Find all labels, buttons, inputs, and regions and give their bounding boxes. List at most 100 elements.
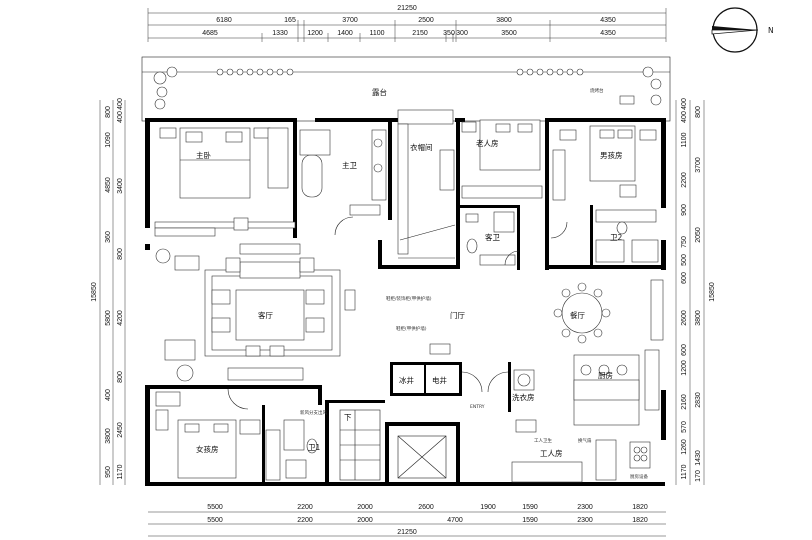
note-shoe-cabinet2: 鞋柜(甲供护墙): [396, 325, 427, 332]
note-kitchen-equip: 厨房设备: [630, 473, 648, 480]
dim-bot-3: 2000: [357, 504, 373, 511]
dim-top-r2-2: 1330: [272, 30, 288, 37]
dim-right-i11: 1200: [681, 360, 688, 376]
north-arrow-icon: N: [711, 7, 774, 53]
dim-bot-r2-1: 5500: [207, 517, 223, 524]
closet: 衣帽间: [397, 109, 456, 259]
dim-right-o2: 3700: [695, 157, 702, 173]
dim-bot-6: 1590: [522, 504, 538, 511]
dim-left-i5: 4200: [117, 310, 124, 326]
note-shoe-cabinet: 鞋柜/装饰柜(甲供护墙): [386, 295, 432, 302]
dim-left-o2: 1090: [105, 132, 112, 148]
dim-top-6: 4350: [600, 17, 616, 24]
master-bath: 主卫: [299, 129, 387, 216]
master-bedroom: 主卧: [154, 127, 296, 231]
dim-right-i14: 1260: [681, 439, 688, 455]
dim-right-i1: 400: [681, 98, 688, 110]
dim-right-i15: 1170: [681, 464, 688, 479]
walls: [145, 118, 666, 486]
door-swings: [227, 216, 568, 410]
dim-bot-8: 1820: [632, 504, 648, 511]
dim-right-i5: 900: [681, 204, 688, 216]
bath-1: 卫1 新风分支出风: [283, 409, 327, 479]
dim-bot-r2-6: 2300: [577, 517, 593, 524]
label-kitchen: 厨房: [598, 370, 613, 380]
dim-top-r2-10: 4350: [600, 30, 616, 37]
dim-left-i6: 800: [117, 371, 124, 383]
stairs: 下: [339, 409, 381, 481]
dim-right-i2: 400: [681, 111, 688, 123]
dim-top-r2-5: 1100: [369, 30, 384, 37]
note-vent: 新风分支出风: [300, 409, 327, 416]
note-vent-fan: 换气扇: [578, 437, 592, 444]
dim-bot-1: 5500: [207, 504, 223, 511]
dim-left-o1: 800: [105, 106, 112, 118]
left-dimensions: 15850 800 1090 4850 360 5800 400 3800 95…: [91, 98, 126, 485]
dim-bot-r2-5: 1590: [522, 517, 538, 524]
dim-left-o5: 5800: [105, 310, 112, 326]
dim-top-1: 6180: [216, 17, 232, 24]
dim-left-o8: 950: [105, 466, 112, 478]
dim-left-total: 15850: [91, 282, 98, 302]
elevator-shaft: [397, 435, 447, 479]
label-elder-room: 老人房: [476, 138, 499, 148]
right-dimensions: 400 400 1100 2200 900 750 500 600 2600 6…: [675, 98, 716, 485]
dim-right-i8: 600: [681, 272, 688, 284]
dim-top-r2-1: 4685: [202, 30, 218, 37]
guest-bath: 客卫: [465, 211, 516, 266]
elder-room: 老人房: [461, 119, 543, 199]
label-master-bed: 主卧: [196, 150, 211, 160]
plant-pots: [153, 66, 662, 110]
dim-top-4: 2500: [418, 17, 434, 24]
label-stair-down: 下: [344, 413, 352, 422]
dim-right-o6: 1430: [695, 450, 702, 466]
dim-top-r2-7: 350: [443, 30, 455, 37]
dim-right-total: 15850: [709, 282, 716, 302]
dim-right-o4: 3800: [695, 310, 702, 326]
dining-room: 餐厅: [553, 279, 664, 344]
dim-right-i3: 1100: [681, 132, 688, 147]
dim-bot-4: 2600: [418, 504, 434, 511]
dim-right-i10: 600: [681, 344, 688, 356]
label-bbq: 烧烤台: [590, 87, 604, 94]
dim-bot-r2-7: 1820: [632, 517, 648, 524]
dim-left-i4: 800: [117, 248, 124, 260]
label-boy-room: 男孩房: [600, 150, 623, 160]
dim-right-i7: 500: [681, 254, 688, 266]
dim-top-r2-6: 2150: [412, 30, 428, 37]
dim-left-i3: 3400: [117, 178, 124, 194]
bottom-dimensions: 5500 2200 2000 2600 1900 1590 2300 1820 …: [148, 504, 666, 537]
dim-top-2: 165: [284, 17, 296, 24]
dim-bot-2: 2200: [297, 504, 313, 511]
dim-left-o3: 4850: [105, 177, 112, 193]
dim-top-3: 3700: [342, 17, 358, 24]
dim-right-o3: 2050: [695, 227, 702, 243]
label-laundry: 洗衣房: [512, 392, 535, 402]
dim-bot-7: 2300: [577, 504, 593, 511]
label-closet: 衣帽间: [410, 142, 433, 152]
label-ice-well: 冰井: [399, 375, 414, 385]
dim-right-o7: 170: [695, 470, 702, 482]
label-terrace: 露台: [372, 87, 387, 97]
north-label: N: [768, 26, 774, 35]
dim-top-5: 3800: [496, 17, 512, 24]
label-bath1: 卫1: [308, 443, 320, 452]
dim-bot-r2-4: 4700: [447, 517, 463, 524]
dim-left-o6: 400: [105, 389, 112, 401]
label-guest-bath: 客卫: [485, 232, 500, 242]
girl-room: 女孩房: [155, 391, 281, 481]
dim-left-o4: 360: [105, 231, 112, 243]
boy-room: 男孩房: [552, 125, 657, 201]
label-entry: ENTRY: [470, 404, 485, 410]
dim-right-i13: 570: [681, 421, 688, 433]
dim-right-i6: 750: [681, 236, 688, 248]
dim-right-i12: 2160: [681, 394, 688, 410]
label-girl-room: 女孩房: [196, 444, 219, 454]
dim-top-r2-8: 300: [456, 30, 468, 37]
foyer: 门厅 鞋柜/装饰柜(甲供护墙) 鞋柜(甲供护墙): [344, 289, 465, 355]
dim-bot-r2-2: 2200: [297, 517, 313, 524]
note-worker-bath: 工人卫生: [534, 437, 552, 444]
top-dimensions: 21250 6180 165 3700 2500 3800 4350 4685 …: [147, 5, 667, 42]
kitchen: 厨房: [573, 349, 660, 426]
dim-left-i1: 400: [117, 98, 124, 110]
